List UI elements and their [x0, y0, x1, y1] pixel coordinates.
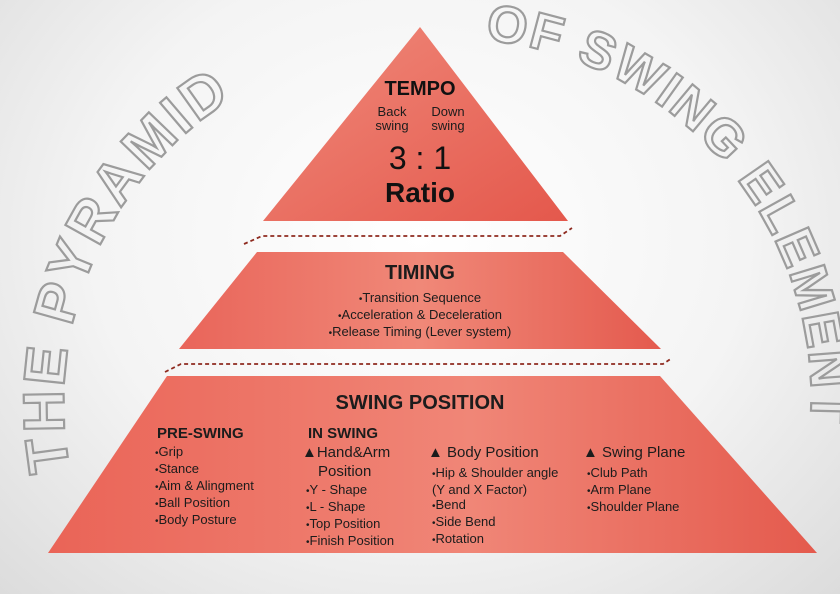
tempo-tier [263, 27, 568, 221]
tempo-back-label: Back swing [375, 104, 409, 133]
list-item: Y - Shape [306, 482, 394, 499]
list-item: L - Shape [306, 499, 394, 516]
hand-arm-list: Y - Shape L - Shape Top Position Finish … [306, 482, 395, 550]
swing-plane-heading: ▲ Swing Plane [583, 444, 686, 461]
swing-plane-list: Club Path Arm Plane Shoulder Plane [587, 465, 680, 516]
list-item: Rotation [432, 531, 558, 548]
list-item: Bend [432, 497, 558, 514]
list-item: Top Position [306, 516, 394, 533]
hand-arm-heading-line2: Position [318, 463, 372, 480]
list-item: Ball Position [155, 495, 254, 512]
list-item: Body Posture [155, 512, 254, 529]
pre-swing-list: Grip Stance Aim & Alingment Ball Positio… [155, 444, 254, 529]
connector-bottom [164, 357, 673, 373]
list-item: Aim & Alingment [155, 478, 254, 495]
tempo-down-label: Down swing [431, 104, 465, 133]
list-item: Stance [155, 461, 254, 478]
list-item: Arm Plane [587, 482, 679, 499]
pre-swing-heading: PRE-SWING [157, 425, 244, 442]
body-position-heading: ▲ Body Position [428, 444, 539, 461]
list-item: Club Path [587, 465, 679, 482]
timing-list: Transition Sequence Acceleration & Decel… [290, 290, 550, 341]
list-item: Finish Position [306, 533, 395, 550]
list-item: Transition Sequence [290, 290, 550, 307]
list-item: Acceleration & Deceleration [290, 307, 550, 324]
list-item: Grip [155, 444, 254, 461]
list-item: Release Timing (Lever system) [290, 324, 550, 341]
tempo-heading: TEMPO [384, 78, 456, 100]
swing-position-heading: SWING POSITION [335, 392, 505, 414]
list-item: Side Bend [432, 514, 558, 531]
body-position-list: Hip & Shoulder angle (Y and X Factor) Be… [432, 465, 558, 548]
tempo-ratio-label: Ratio [385, 177, 455, 208]
list-item: Shoulder Plane [587, 499, 680, 516]
timing-heading: TIMING [385, 262, 455, 284]
list-item: Hip & Shoulder angle (Y and X Factor) [432, 465, 558, 497]
hand-arm-heading-line1: ▲Hand&Arm [302, 444, 391, 461]
in-swing-heading: IN SWING [308, 425, 378, 442]
connector-top [243, 227, 573, 245]
tempo-ratio-value: 3 : 1 [388, 140, 452, 176]
